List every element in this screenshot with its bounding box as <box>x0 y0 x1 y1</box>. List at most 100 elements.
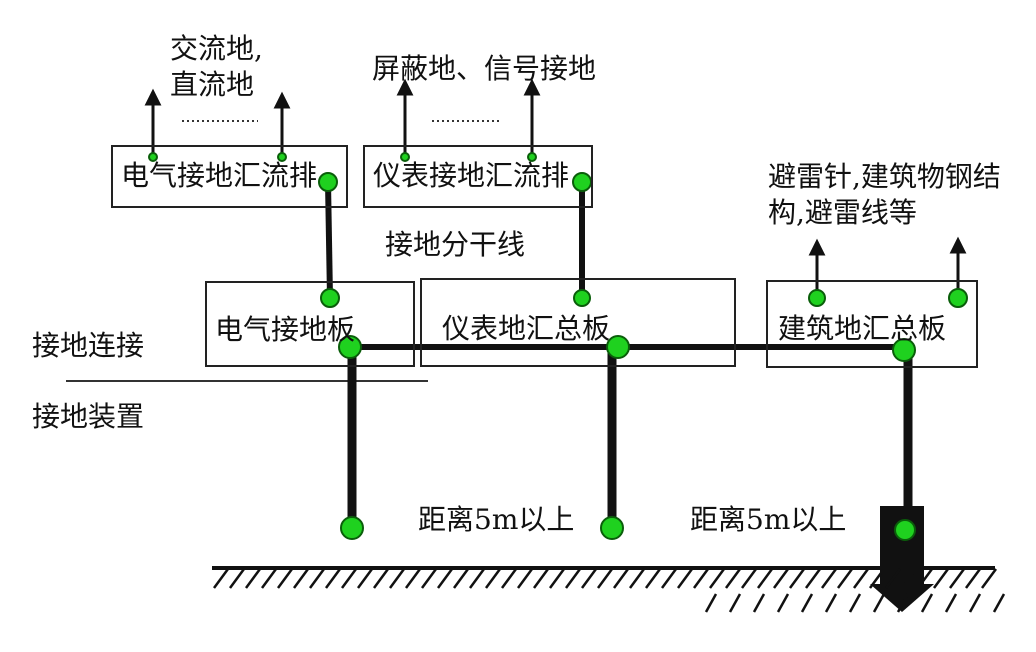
lightning-label-line1: 避雷针,建筑物钢结 <box>768 160 1001 193</box>
electrical-busbar-label: 电气接地汇流排 <box>121 159 318 192</box>
earth-hatch-mark <box>708 568 726 589</box>
connection-node-small-3 <box>527 152 537 162</box>
earth-hatch-mark <box>724 568 742 589</box>
earth-hatch-mark <box>964 568 982 589</box>
earth-hatch-mark <box>800 593 814 613</box>
connection-node-small-0 <box>148 152 158 162</box>
connection-node-small-2 <box>400 152 410 162</box>
earth-hatch-mark <box>532 568 550 589</box>
earth-hatch-mark <box>704 593 718 613</box>
earth-hatch-mark <box>388 568 406 589</box>
connection-node-bond-12 <box>892 338 916 362</box>
instrument-plate-label: 仪表地汇总板 <box>442 312 611 345</box>
connection-node-rod-15 <box>894 519 916 541</box>
earth-hatch-marks <box>212 568 1006 613</box>
connection-node-busbar-4 <box>318 172 338 192</box>
earth-hatch-mark <box>756 568 774 589</box>
electrical-plate-label: 电气接地板 <box>215 313 356 346</box>
earth-hatch-mark <box>260 568 278 589</box>
earth-hatch-mark <box>276 568 294 589</box>
earth-hatch-mark <box>356 568 374 589</box>
connection-node-plate-9 <box>948 288 968 308</box>
distance-label-1: 距离5m以上 <box>418 503 575 536</box>
earth-hatch-mark <box>804 568 822 589</box>
earth-hatch-mark <box>872 593 886 613</box>
earth-hatch-mark <box>848 593 862 613</box>
connection-node-rod-14 <box>600 516 624 540</box>
earth-hatch-mark <box>564 568 582 589</box>
earth-hatch-mark <box>772 568 790 589</box>
earth-hatch-mark <box>852 568 870 589</box>
ac-dc-ground-label-line1: 交流地, <box>170 32 263 65</box>
earth-hatch-mark <box>420 568 438 589</box>
ground-rods <box>347 347 913 528</box>
building-plate-box: 建筑地汇总板 <box>766 280 978 368</box>
ac-dc-ground-label-line2: 直流地 <box>170 68 255 101</box>
earth-hatch-mark <box>436 568 454 589</box>
earth-hatch-mark <box>340 568 358 589</box>
earth-hatch-mark <box>788 568 806 589</box>
distance-label-2: 距离5m以上 <box>690 503 847 536</box>
instrument-busbar-box: 仪表接地汇流排 <box>363 145 593 208</box>
earth-hatch-mark <box>868 568 886 589</box>
earth-hatch-mark <box>468 568 486 589</box>
earth-hatch-mark <box>740 568 758 589</box>
connection-node-bond-11 <box>606 335 630 359</box>
earth-hatch-mark <box>644 568 662 589</box>
earth-hatch-mark <box>968 593 982 613</box>
earth-hatch-mark <box>932 568 950 589</box>
earth-hatch-mark <box>900 568 918 589</box>
ground-device-label: 接地装置 <box>32 400 145 433</box>
earth-hatch-mark <box>484 568 502 589</box>
earth-hatch-mark <box>920 593 934 613</box>
earth-hatch-mark <box>948 568 966 589</box>
ground-connection-label: 接地连接 <box>32 329 145 362</box>
earth-hatch-mark <box>516 568 534 589</box>
earth-hatch-mark <box>596 568 614 589</box>
earth-hatch-mark <box>916 568 934 589</box>
earth-hatch-mark <box>452 568 470 589</box>
earth-hatch-mark <box>628 568 646 589</box>
instrument-busbar-label: 仪表接地汇流排 <box>373 159 570 192</box>
earth-hatch-mark <box>824 593 838 613</box>
electrical-plate-box: 电气接地板 <box>205 281 415 367</box>
earth-hatch-mark <box>776 593 790 613</box>
earth-hatch-mark <box>324 568 342 589</box>
earth-hatch-mark <box>820 568 838 589</box>
earth-hatch-mark <box>292 568 310 589</box>
earth-hatch-mark <box>752 593 766 613</box>
earth-hatch-mark <box>884 568 902 589</box>
earth-hatch-mark <box>728 593 742 613</box>
earth-hatch-mark <box>676 568 694 589</box>
branch-line-label: 接地分干线 <box>385 228 526 261</box>
instrument-plate-box: 仪表地汇总板 <box>420 278 736 367</box>
earth-hatch-mark <box>580 568 598 589</box>
earth-hatch-mark <box>992 593 1006 613</box>
connection-nodes <box>148 152 968 541</box>
earth-hatch-mark <box>836 568 854 589</box>
connection-node-plate-6 <box>320 288 340 308</box>
connection-node-small-1 <box>277 152 287 162</box>
earth-hatch-mark <box>228 568 246 589</box>
earth-hatch-mark <box>944 593 958 613</box>
earth-hatch-mark <box>244 568 262 589</box>
shield-signal-ground-label: 屏蔽地、信号接地 <box>372 52 597 85</box>
upward-arrows <box>144 78 967 298</box>
earth-hatch-mark <box>404 568 422 589</box>
electrical-busbar-box: 电气接地汇流排 <box>111 145 348 208</box>
lightning-label-line2: 构,避雷线等 <box>768 196 917 229</box>
connection-node-bond-10 <box>338 335 362 359</box>
earth-hatch-mark <box>612 568 630 589</box>
earth-hatch-mark <box>548 568 566 589</box>
earth-hatch-mark <box>980 568 998 589</box>
connection-node-rod-13 <box>340 516 364 540</box>
connection-node-plate-8 <box>808 289 826 307</box>
earth-hatch-mark <box>500 568 518 589</box>
building-plate-label: 建筑地汇总板 <box>778 312 947 345</box>
connection-node-plate-7 <box>573 289 591 307</box>
earth-hatch-mark <box>896 593 910 613</box>
earth-hatch-mark <box>372 568 390 589</box>
earth-hatch-mark <box>308 568 326 589</box>
earth-hatch-mark <box>212 568 230 589</box>
